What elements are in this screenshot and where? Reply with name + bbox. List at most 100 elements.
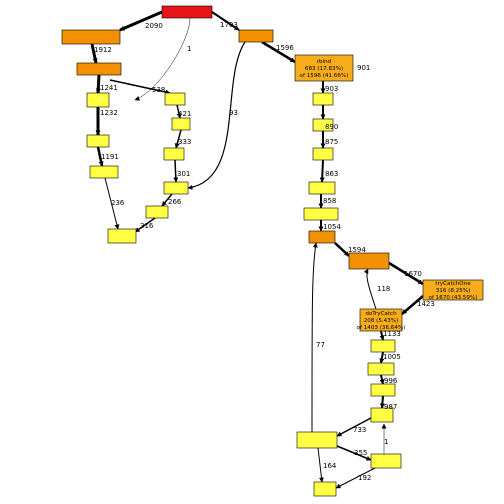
graph-node-label: 683 (17.83%) [305,66,343,72]
edge-label: 266 [168,198,182,206]
graph-node-box [312,147,334,161]
graph-node[interactable] [312,118,334,132]
graph-node[interactable] [370,453,402,469]
edge-label: 863 [325,170,338,178]
graph-node[interactable] [370,407,394,423]
graph-node-box [370,453,402,469]
graph-node-box [238,29,274,43]
edge [211,11,240,31]
edge [317,447,324,483]
edge-label: 421 [178,110,191,118]
edge [173,159,179,183]
edge-label: 1 [187,45,191,53]
edge-label: 1670 [404,270,422,278]
graph-node[interactable] [163,147,185,161]
edge-label: 1191 [101,153,119,161]
graph-node[interactable] [238,29,274,43]
graph-node-box [294,54,354,82]
graph-node-box [86,92,110,108]
edge-label: 93 [229,109,238,117]
edge [161,193,173,207]
graph-node[interactable] [171,117,191,131]
edge [363,268,377,310]
graph-node[interactable] [313,481,337,497]
graph-node-box [163,181,189,195]
edge-label: 77 [316,341,325,349]
graph-node[interactable] [308,181,336,195]
graph-node[interactable] [107,228,137,244]
graph-node-box [163,147,185,161]
graph-node-box [359,308,403,332]
edge-label: 903 [325,85,338,93]
edge [96,146,104,167]
graph-node-box [370,407,394,423]
graph-node[interactable] [89,165,119,179]
edge-label: 858 [323,197,336,205]
edge-label: 236 [111,199,125,207]
graph-node-box [296,431,338,449]
graph-node[interactable] [303,207,339,221]
graph-node[interactable] [367,362,395,376]
edge-label: 901 [357,64,370,72]
edge-label: 1005 [383,353,401,361]
edge [379,395,385,409]
graph-node-box [303,207,339,221]
edge-label: 355 [354,449,367,457]
graph-node[interactable] [86,134,110,148]
graph-node[interactable] [308,230,336,244]
graph-node-label: 208 (5.43%) [364,318,399,324]
graph-node-box [370,339,396,353]
edge-label: 1054 [323,223,341,231]
graph-node[interactable] [370,339,396,353]
edge-label: 118 [377,285,390,293]
graph-node[interactable] [61,29,121,45]
graph-node-label: 316 (8.25%) [436,288,471,294]
graph-node-box [312,118,334,132]
graph-node[interactable] [76,62,122,76]
edge [134,217,156,233]
edge [109,79,171,95]
graph-node-box [422,279,484,301]
graph-node[interactable] [164,92,186,106]
graph-node[interactable] [86,92,110,108]
edge [95,74,101,94]
edge-label: 192 [358,474,371,482]
edge [379,330,385,341]
edge-label: 1912 [94,46,112,54]
edge [334,242,350,257]
edge [104,177,120,230]
graph-node-label: of 1403 (36.64%) [357,325,406,331]
edge-label: 875 [325,138,338,146]
graph-node[interactable] [348,252,390,270]
graph-node-box [313,481,337,497]
graph-node[interactable] [145,205,169,219]
graph-node-box [312,92,334,106]
graph-node[interactable] [312,147,334,161]
edge [388,261,424,286]
graph-node[interactable] [296,431,338,449]
edge-label: 316 [140,222,154,230]
edge-label: 890 [325,123,338,131]
graph-node[interactable] [370,383,396,397]
graph-node-box [308,181,336,195]
edge [335,467,376,489]
edge [176,104,182,119]
edge [90,43,98,64]
edge-label: 301 [177,170,190,178]
graph-node[interactable] [161,5,213,19]
graph-node[interactable] [163,181,189,195]
graph-node-label: of 1596 (41.66%) [300,73,349,79]
edges [90,10,424,489]
graph-node-box [348,252,390,270]
edge [261,40,296,64]
graph-node[interactable] [312,92,334,106]
graph-node-box [86,134,110,148]
graph-node-box [308,230,336,244]
edge-label: 1133 [383,330,401,338]
